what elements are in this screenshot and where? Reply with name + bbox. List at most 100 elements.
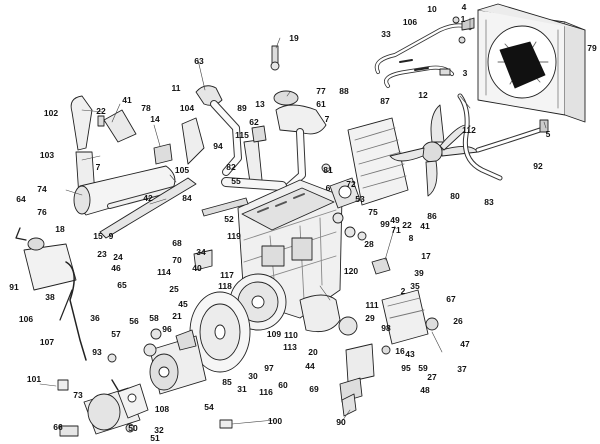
callout-87: 87 — [380, 95, 390, 106]
callout-54: 54 — [204, 401, 214, 412]
callout-8: 8 — [408, 232, 414, 243]
callout-96: 96 — [162, 323, 172, 334]
callout-41-left: 41 — [122, 94, 132, 105]
callout-17: 17 — [421, 250, 431, 261]
callout-47: 47 — [460, 338, 470, 349]
callout-49: 49 — [390, 214, 400, 225]
callout-11: 11 — [171, 82, 181, 93]
oil-filter-assembly — [299, 289, 439, 417]
callout-27: 27 — [427, 371, 437, 382]
callout-22-left: 22 — [96, 105, 106, 116]
callout-94: 94 — [213, 140, 223, 151]
callout-91: 91 — [9, 281, 19, 292]
leader-lines — [39, 17, 547, 425]
callout-111: 111 — [365, 299, 379, 310]
callout-80: 80 — [450, 190, 460, 201]
callout-57: 57 — [111, 328, 121, 339]
callout-74: 74 — [37, 183, 47, 194]
callout-97: 97 — [264, 362, 274, 373]
callout-15: 15 — [93, 230, 103, 241]
callout-56: 56 — [129, 315, 139, 326]
callout-1: 1 — [460, 13, 466, 24]
callout-52: 52 — [224, 213, 234, 224]
cooling-fan — [389, 104, 479, 197]
callout-9: 9 — [108, 230, 114, 241]
callout-110: 110 — [284, 329, 298, 340]
callout-31: 31 — [237, 383, 247, 394]
callout-88: 88 — [339, 85, 349, 96]
callout-46: 46 — [111, 262, 121, 273]
callout-105: 105 — [174, 164, 190, 175]
callout-34: 34 — [196, 246, 206, 257]
callout-64: 64 — [16, 193, 26, 204]
callout-48: 48 — [420, 384, 430, 395]
callout-7-exhaust: 7 — [95, 161, 101, 172]
callout-77: 77 — [316, 85, 326, 96]
callout-113: 113 — [283, 341, 297, 352]
callout-69: 69 — [309, 383, 319, 394]
callout-24: 24 — [113, 251, 123, 262]
callout-22-right: 22 — [402, 219, 412, 230]
callout-118: 118 — [218, 280, 232, 291]
callout-19: 19 — [289, 32, 299, 43]
callout-102: 102 — [43, 107, 59, 118]
coolant-overflow-tank — [15, 227, 87, 361]
callout-98: 98 — [381, 322, 391, 333]
callout-58: 58 — [149, 312, 159, 323]
callout-100: 100 — [267, 415, 283, 426]
callout-25: 25 — [169, 283, 179, 294]
callout-85: 85 — [222, 376, 232, 387]
callout-61: 61 — [316, 98, 326, 109]
callout-103: 103 — [39, 149, 55, 160]
callout-40: 40 — [192, 262, 202, 273]
callout-60: 60 — [278, 379, 288, 390]
callout-21: 21 — [172, 310, 182, 321]
exhaust-system — [70, 95, 197, 239]
small-hardware — [57, 16, 466, 437]
upper-radiator-hoses — [374, 17, 475, 88]
callout-12: 12 — [418, 89, 428, 100]
callout-66: 66 — [53, 421, 63, 432]
callout-51: 51 — [150, 432, 160, 443]
callout-78: 78 — [141, 102, 151, 113]
radiator — [477, 3, 586, 123]
callout-101: 101 — [26, 373, 42, 384]
callout-43: 43 — [405, 348, 415, 359]
callout-95: 95 — [401, 362, 411, 373]
callout-62: 62 — [249, 116, 259, 127]
callout-115: 115 — [235, 129, 249, 140]
callout-83: 83 — [484, 196, 494, 207]
callout-72: 72 — [346, 178, 356, 189]
callout-75: 75 — [368, 206, 378, 217]
callout-26: 26 — [453, 315, 463, 326]
callout-84: 84 — [182, 192, 192, 203]
callout-3: 3 — [462, 67, 468, 78]
callout-2: 2 — [400, 285, 406, 296]
callout-5: 5 — [545, 128, 551, 139]
callout-23: 23 — [97, 248, 107, 259]
callout-37: 37 — [457, 363, 467, 374]
callout-30: 30 — [248, 370, 258, 381]
callout-18: 18 — [55, 223, 65, 234]
callout-59: 59 — [418, 362, 428, 373]
callout-36: 36 — [90, 312, 100, 323]
callout-55: 55 — [231, 175, 241, 186]
callout-33: 33 — [381, 28, 391, 39]
callout-28: 28 — [364, 238, 374, 249]
callout-50: 50 — [128, 422, 138, 433]
callout-7-hose: 7 — [324, 113, 330, 124]
callout-32: 32 — [154, 424, 164, 435]
callout-39: 39 — [414, 267, 424, 278]
callout-65: 65 — [117, 279, 127, 290]
callout-10: 10 — [427, 3, 437, 14]
callout-29: 29 — [365, 312, 375, 323]
callout-68: 68 — [172, 237, 182, 248]
callout-53: 53 — [355, 193, 365, 204]
callout-107: 107 — [39, 336, 55, 347]
intake-hoses — [181, 85, 327, 194]
callout-106-top: 106 — [402, 16, 418, 27]
callout-93: 93 — [92, 346, 102, 357]
callout-99: 99 — [380, 218, 390, 229]
callout-67: 67 — [446, 293, 456, 304]
